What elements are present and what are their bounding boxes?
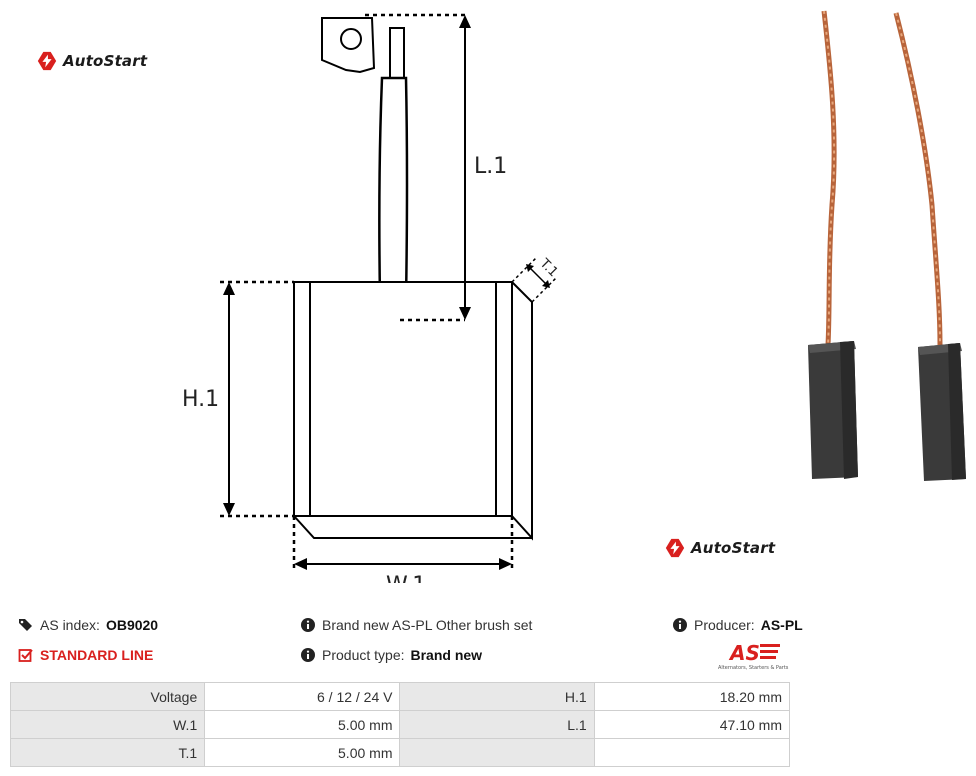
h1-label: H.1	[182, 387, 219, 412]
l1-label: L.1	[474, 154, 507, 179]
table-row: T.1 5.00 mm	[9, 738, 791, 767]
t1-label: T.1	[536, 256, 561, 281]
spec-label: L.1	[399, 710, 595, 739]
as-index: AS index: OB9020	[18, 617, 158, 633]
spec-value: 5.00 mm	[204, 710, 401, 739]
info-circle-icon	[301, 648, 315, 662]
as-pl-logo-mark: AS	[728, 641, 780, 665]
producer: Producer: AS-PL	[672, 617, 803, 633]
brand-name: AutoStart	[691, 539, 776, 557]
spec-label	[399, 738, 595, 767]
specs-table: Voltage 6 / 12 / 24 V H.1 18.20 mm W.1 5…	[9, 682, 791, 767]
as-index-label: AS index:	[40, 617, 100, 633]
spec-label: Voltage	[9, 682, 206, 711]
standard-line-text: STANDARD LINE	[40, 647, 154, 663]
w1-label: W.1	[386, 573, 426, 583]
tags-icon	[19, 619, 32, 631]
brush-left	[808, 10, 858, 479]
brush-dimension-diagram: L.1 H.1 W.1 T.1	[182, 13, 561, 583]
product-type-label: Product type:	[322, 647, 405, 663]
product-type: Product type: Brand new	[300, 647, 482, 663]
brand-description: Brand new AS-PL Other brush set	[300, 617, 532, 633]
spec-value: 47.10 mm	[593, 710, 791, 739]
autostart-logo-icon	[665, 538, 685, 558]
as-index-value: OB9020	[105, 617, 159, 633]
spec-label: H.1	[399, 682, 595, 711]
brand-description-text: Brand new AS-PL Other brush set	[322, 617, 533, 633]
autostart-logo-bottom: AutoStart	[664, 537, 775, 559]
spec-label: T.1	[9, 738, 206, 767]
table-row: Voltage 6 / 12 / 24 V H.1 18.20 mm	[9, 682, 791, 711]
info-circle-icon	[301, 618, 315, 632]
as-pl-tagline: Alternators, Starters & Parts	[718, 665, 789, 671]
svg-text:AS: AS	[728, 641, 760, 665]
spec-value: 6 / 12 / 24 V	[204, 682, 401, 711]
table-row: W.1 5.00 mm L.1 47.10 mm	[9, 710, 791, 739]
brush-right	[893, 12, 966, 481]
producer-value: AS-PL	[760, 617, 803, 633]
product-photo	[808, 10, 966, 481]
producer-label: Producer:	[694, 617, 755, 633]
as-pl-logo: AS Alternators, Starters & Parts	[718, 641, 789, 671]
standard-line-badge: STANDARD LINE	[18, 647, 153, 663]
autostart-logo-top: AutoStart	[36, 50, 147, 72]
autostart-logo-icon	[37, 51, 57, 71]
spec-value: 18.20 mm	[593, 682, 791, 711]
brand-name: AutoStart	[63, 52, 148, 70]
info-circle-icon	[673, 618, 687, 632]
spec-value: 5.00 mm	[204, 738, 401, 767]
spec-value	[593, 738, 791, 767]
product-type-value: Brand new	[410, 647, 483, 663]
spec-label: W.1	[9, 710, 206, 739]
edit-check-icon	[18, 649, 33, 662]
